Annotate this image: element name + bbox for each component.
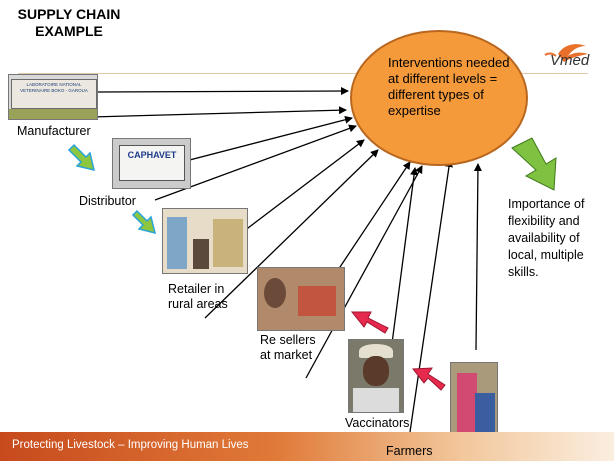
interventions-ellipse — [350, 30, 528, 166]
slide-title-text: SUPPLY CHAIN EXAMPLE — [17, 6, 121, 39]
red-arrow-1 — [350, 311, 389, 334]
arrow-manufacturer-label-to-ellipse — [53, 106, 347, 119]
manufacturer-sign-text: LABORATOIRE NATIONAL VETERINAIRE BOKO - … — [20, 82, 88, 93]
distributor-sign-text: CAPHAVET — [127, 150, 177, 160]
resellers-label: Re sellers at market — [260, 333, 316, 362]
farmer-cloth — [475, 393, 495, 437]
interventions-text: Interventions needed at different levels… — [388, 55, 510, 118]
farmers-photo — [450, 362, 498, 444]
arrow-retailer-label-to-ellipse — [204, 149, 379, 319]
farmer-dress — [457, 373, 477, 433]
arrow-farmers-label-to-ellipse — [409, 159, 453, 433]
retailer-label: Retailer in rural areas — [168, 282, 228, 311]
arrow-farmers-to-ellipse — [473, 163, 482, 351]
farmers-label: Farmers — [386, 444, 433, 458]
manufacturer-sign: LABORATOIRE NATIONAL VETERINAIRE BOKO - … — [11, 79, 97, 109]
vaccinator-hat — [359, 344, 393, 358]
red-arrow-2 — [412, 367, 446, 391]
vaccinator-photo — [348, 339, 404, 413]
vaccinators-label: Vaccinators — [345, 416, 410, 430]
bird-icon — [544, 44, 588, 62]
shelf-right — [213, 219, 243, 267]
slide-title: SUPPLY CHAIN EXAMPLE — [4, 6, 134, 40]
vaccinator-face — [363, 356, 389, 386]
arrow-resellers-label-to-ellipse — [305, 165, 423, 379]
distributor-label: Distributor — [79, 194, 136, 208]
retailer-photo — [162, 208, 248, 274]
footer-text: Protecting Livestock – Improving Human L… — [12, 439, 249, 451]
market-person-1 — [264, 278, 286, 308]
market-goods — [298, 286, 336, 316]
distributor-photo: CAPHAVET — [112, 138, 191, 189]
vaccinator-shirt — [353, 388, 399, 412]
header-divider — [18, 73, 588, 74]
big-green-arrow — [511, 137, 557, 191]
resellers-photo — [257, 267, 345, 331]
logo-text: Vmed — [550, 52, 590, 69]
vmed-logo: Vmed — [530, 40, 602, 74]
distributor-sign: CAPHAVET — [119, 145, 185, 181]
manufacturer-photo: LABORATOIRE NATIONAL VETERINAIRE BOKO - … — [8, 74, 98, 120]
small-arrow-2 — [131, 209, 157, 235]
shelf-left — [167, 217, 187, 269]
small-arrow-1 — [67, 143, 96, 172]
manufacturer-label: Manufacturer — [17, 124, 91, 138]
shopkeeper — [193, 239, 209, 269]
footer-bar — [0, 432, 614, 461]
grass — [9, 109, 97, 119]
arrow-manufacturer-to-ellipse — [97, 87, 349, 96]
importance-text: Importance of flexibility and availabili… — [508, 197, 585, 279]
